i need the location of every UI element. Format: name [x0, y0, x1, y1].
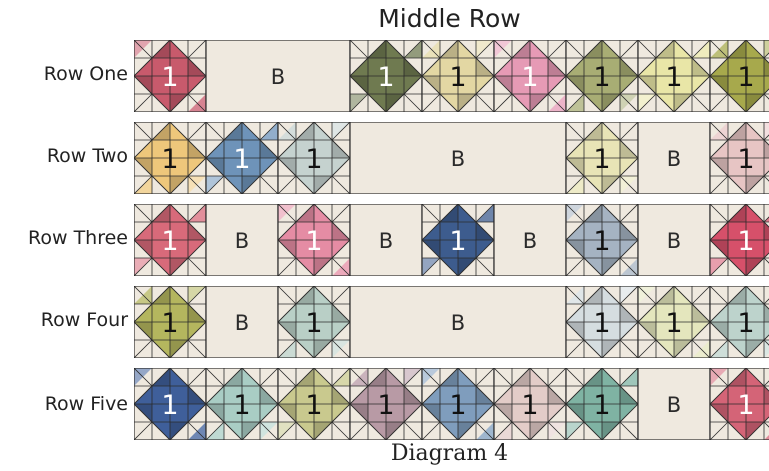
- star-block: 1: [638, 286, 710, 358]
- star-block: 1: [134, 368, 206, 440]
- background-block: B: [206, 286, 278, 358]
- star-block-label: 1: [377, 62, 394, 93]
- star-block-label: 1: [161, 308, 178, 339]
- quilt-row-five: 1 1 1 1 1 1 1 B 1: [134, 368, 769, 440]
- star-block-label: 1: [305, 390, 322, 421]
- star-block: 1: [134, 40, 206, 112]
- star-block: 1: [566, 40, 638, 112]
- star-block: 1: [206, 122, 278, 194]
- background-block-label: B: [235, 229, 249, 253]
- background-block: B: [638, 122, 710, 194]
- star-block-label: 1: [737, 226, 754, 257]
- star-block: 1: [566, 286, 638, 358]
- star-block-label: 1: [449, 62, 466, 93]
- quilt-row-three: 1 B 1 B 1 B 1 B 1: [134, 204, 769, 276]
- background-block: B: [638, 204, 710, 276]
- background-block: B: [206, 204, 278, 276]
- star-block: 1: [710, 368, 769, 440]
- background-block-label: B: [667, 229, 681, 253]
- star-block: 1: [278, 122, 350, 194]
- star-block-label: 1: [233, 390, 250, 421]
- star-block: 1: [422, 40, 494, 112]
- star-block-label: 1: [305, 308, 322, 339]
- star-block: 1: [710, 204, 769, 276]
- star-block: 1: [350, 368, 422, 440]
- background-block-label: B: [235, 311, 249, 335]
- background-block-label: B: [667, 393, 681, 417]
- background-block: B: [494, 204, 566, 276]
- star-block: 1: [710, 40, 769, 112]
- star-block-label: 1: [737, 62, 754, 93]
- star-block: 1: [350, 40, 422, 112]
- background-block: B: [350, 204, 422, 276]
- row-label-one: Row One: [0, 63, 128, 85]
- star-block: 1: [278, 204, 350, 276]
- diagram-title: Middle Row: [0, 4, 769, 33]
- star-block: 1: [566, 368, 638, 440]
- row-label-four: Row Four: [0, 309, 128, 331]
- row-label-five: Row Five: [0, 393, 128, 415]
- row-label-two: Row Two: [0, 145, 128, 167]
- star-block: 1: [710, 122, 769, 194]
- quilt-row-two: 1 1 1 B 1 B 1: [134, 122, 769, 194]
- diagram-caption: Diagram 4: [0, 441, 769, 466]
- star-block: 1: [494, 40, 566, 112]
- star-block: 1: [494, 368, 566, 440]
- star-block: 1: [134, 204, 206, 276]
- star-block-label: 1: [521, 62, 538, 93]
- star-block-label: 1: [593, 308, 610, 339]
- star-block-label: 1: [521, 390, 538, 421]
- background-block-label: B: [451, 147, 465, 171]
- row-label-three: Row Three: [0, 227, 128, 249]
- star-block-label: 1: [233, 144, 250, 175]
- background-block-label: B: [523, 229, 537, 253]
- star-block-label: 1: [377, 390, 394, 421]
- star-block: 1: [566, 122, 638, 194]
- star-block: 1: [278, 286, 350, 358]
- background-block-label: B: [379, 229, 393, 253]
- star-block-label: 1: [305, 144, 322, 175]
- star-block-label: 1: [737, 144, 754, 175]
- star-block-label: 1: [737, 390, 754, 421]
- star-block-label: 1: [593, 144, 610, 175]
- star-block-label: 1: [305, 226, 322, 257]
- background-block: B: [350, 122, 566, 194]
- background-block: B: [350, 286, 566, 358]
- star-block: 1: [278, 368, 350, 440]
- star-block: 1: [638, 40, 710, 112]
- background-block-label: B: [451, 311, 465, 335]
- star-block-label: 1: [593, 62, 610, 93]
- star-block: 1: [422, 204, 494, 276]
- star-block: 1: [566, 204, 638, 276]
- star-block-label: 1: [161, 144, 178, 175]
- background-block: B: [206, 40, 350, 112]
- star-block-label: 1: [449, 226, 466, 257]
- star-block-label: 1: [449, 390, 466, 421]
- star-block: 1: [134, 286, 206, 358]
- star-block: 1: [134, 122, 206, 194]
- star-block-label: 1: [665, 62, 682, 93]
- star-block: 1: [206, 368, 278, 440]
- background-block: B: [638, 368, 710, 440]
- star-block-label: 1: [593, 226, 610, 257]
- background-block-label: B: [667, 147, 681, 171]
- star-block-label: 1: [161, 390, 178, 421]
- star-block-label: 1: [593, 390, 610, 421]
- star-block-label: 1: [161, 226, 178, 257]
- star-block-label: 1: [161, 62, 178, 93]
- star-block-label: 1: [665, 308, 682, 339]
- background-block-label: B: [271, 65, 285, 89]
- star-block-label: 1: [737, 308, 754, 339]
- star-block: 1: [422, 368, 494, 440]
- star-block: 1: [710, 286, 769, 358]
- quilt-row-four: 1 B 1 B 1 1 1: [134, 286, 769, 358]
